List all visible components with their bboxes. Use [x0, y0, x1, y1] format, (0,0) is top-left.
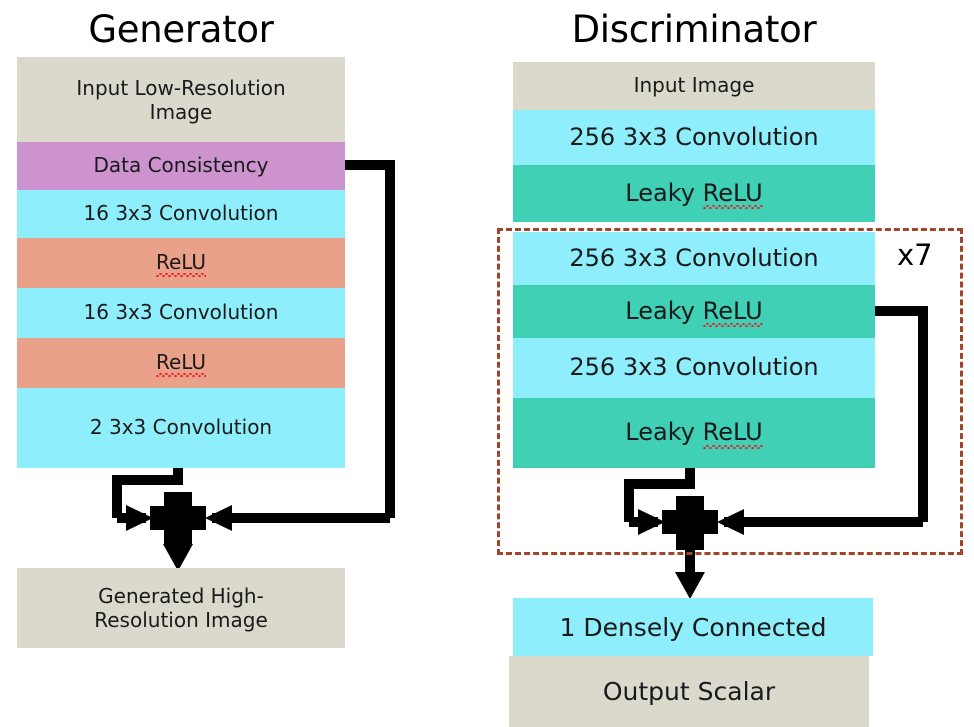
generator-skip-connection — [345, 160, 395, 518]
discriminator-output-arrow-tip — [675, 572, 705, 599]
discriminator-merge-plus-icon — [662, 496, 718, 550]
discriminator-skip-connection — [875, 306, 928, 522]
discriminator-block-conv-head: 256 3x3 Convolution — [513, 110, 875, 165]
generator-block-data-consistency-label: Data Consistency — [93, 153, 269, 178]
generator-block-relu-2-label: ReLU — [21, 350, 341, 377]
discriminator-block-output-scalar-label: Output Scalar — [602, 677, 776, 706]
discriminator-block-lrelu-head: Leaky ReLU — [513, 165, 875, 222]
generator-relu-1-text: ReLU — [155, 250, 207, 277]
generator-relu-2-text: ReLU — [155, 350, 207, 377]
discriminator-title: Discriminator — [571, 8, 817, 51]
generator-block-relu-1-label: ReLU — [21, 250, 341, 277]
generator-block-relu-2: ReLU — [17, 338, 345, 388]
generator-block-conv-2: 16 3x3 Convolution — [17, 288, 345, 338]
discriminator-local-skip — [624, 468, 695, 522]
generator-skip-arrow-tip — [205, 505, 232, 531]
discriminator-block-output-scalar: Output Scalar — [509, 656, 869, 727]
discriminator-block-conv-rep-2-label: 256 3x3 Convolution — [569, 353, 819, 382]
discriminator-local-skip-arrow-tip — [638, 509, 665, 535]
discriminator-block-lrelu-head-label: Leaky ReLU — [625, 178, 763, 210]
generator-block-conv-3-label: 2 3x3 Convolution — [89, 415, 273, 440]
generator-block-data-consistency: Data Consistency — [17, 142, 345, 190]
discriminator-block-conv-rep-1: 256 3x3 Convolution — [513, 232, 875, 285]
generator-local-skip — [112, 468, 183, 518]
generator-block-conv-3: 2 3x3 Convolution — [17, 388, 345, 468]
generator-title: Generator — [88, 8, 274, 51]
discriminator-block-dense: 1 Densely Connected — [513, 598, 873, 656]
discriminator-block-dense-label: 1 Densely Connected — [559, 612, 827, 642]
generator-local-skip-arrow-tip — [126, 505, 153, 531]
discriminator-block-conv-rep-1-label: 256 3x3 Convolution — [569, 243, 819, 272]
discriminator-block-input-image-label: Input Image — [633, 73, 755, 98]
discriminator-lrelu-rep-1-text: ReLU — [702, 296, 763, 328]
generator-output-arrow-tip — [163, 544, 193, 571]
generator-block-relu-1: ReLU — [17, 238, 345, 288]
discriminator-block-lrelu-rep-2-label: Leaky ReLU — [625, 418, 763, 449]
discriminator-block-lrelu-rep-1-label: Leaky ReLU — [625, 296, 763, 328]
discriminator-block-conv-head-label: 256 3x3 Convolution — [569, 122, 819, 151]
generator-block-output-image: Generated High-Resolution Image — [17, 568, 345, 648]
generator-block-conv-1: 16 3x3 Convolution — [17, 190, 345, 238]
discriminator-block-lrelu-rep-1: Leaky ReLU — [513, 285, 875, 338]
discriminator-block-conv-rep-2: 256 3x3 Convolution — [513, 338, 875, 398]
discriminator-lrelu-head-text: ReLU — [702, 178, 763, 210]
discriminator-lrelu-rep-2-text: ReLU — [702, 418, 763, 449]
discriminator-skip-arrow-tip — [717, 509, 744, 535]
generator-block-output-image-label: Generated High-Resolution Image — [94, 584, 268, 632]
generator-block-conv-2-label: 16 3x3 Convolution — [83, 300, 279, 325]
discriminator-block-lrelu-rep-2: Leaky ReLU — [513, 398, 875, 468]
generator-block-conv-1-label: 16 3x3 Convolution — [83, 201, 279, 226]
discriminator-block-input-image: Input Image — [513, 62, 875, 110]
repeat-count-label: x7 — [897, 238, 933, 272]
generator-merge-plus-icon — [150, 492, 206, 546]
